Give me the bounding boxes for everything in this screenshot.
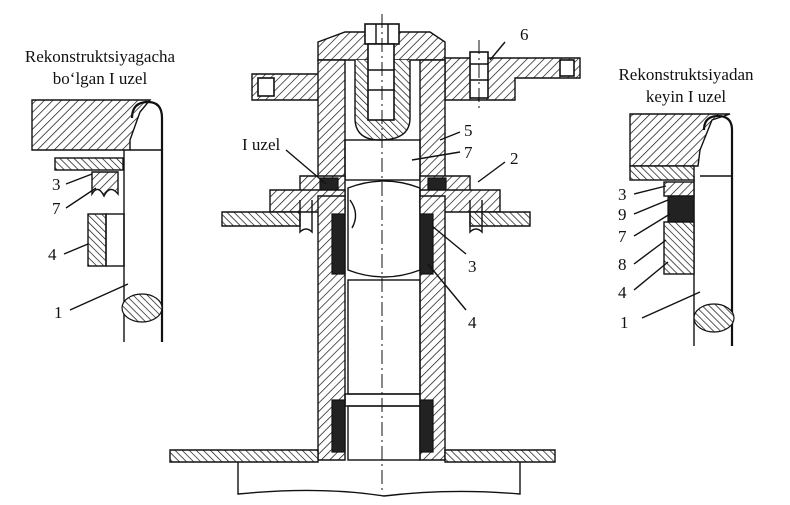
- base-box: [237, 462, 521, 497]
- bolt-shank: [367, 43, 395, 121]
- label-after-1: 1: [620, 313, 629, 332]
- label-after-4: 4: [618, 283, 627, 302]
- bushing-4: [87, 213, 107, 267]
- seal-7-after: [667, 195, 695, 223]
- label-after-3: 3: [618, 185, 627, 204]
- body-wall-left: [317, 59, 346, 181]
- seal-ring-right: [427, 177, 447, 191]
- label-before-7: 7: [52, 199, 61, 218]
- bushing-8: [663, 221, 695, 275]
- housing-block: [31, 99, 152, 151]
- caption-after-line1: Rekonstruktsiyadan: [618, 65, 754, 84]
- base-plate-right: [444, 449, 556, 463]
- seal-7: [91, 171, 119, 198]
- body-wall-5: [419, 59, 446, 181]
- shaft-1-after: [702, 114, 734, 346]
- packing-left: [331, 213, 346, 275]
- seal-ring-left: [319, 177, 339, 191]
- node-leader: [285, 149, 327, 185]
- label-main-2: 2: [510, 149, 519, 168]
- main-assembly: I uzel 6 5 7 2 3 4: [169, 14, 581, 497]
- label-after-7: 7: [618, 227, 627, 246]
- label-before-3: 3: [52, 175, 61, 194]
- ring-9: [663, 181, 695, 197]
- ring-plate-3: [54, 157, 124, 171]
- label-before-1: 1: [54, 303, 63, 322]
- housing-block-after: [629, 113, 731, 167]
- caption-before-line1: Rekonstruktsiyagacha: [25, 47, 176, 66]
- label-after-8: 8: [618, 255, 627, 274]
- lower-shaft: [347, 279, 421, 395]
- packing-3: [419, 213, 434, 275]
- spindle: [347, 180, 421, 278]
- label-main-5: 5: [464, 121, 473, 140]
- label-main-3: 3: [468, 257, 477, 276]
- plate-left: [221, 211, 301, 227]
- label-before-4: 4: [48, 245, 57, 264]
- label-after-9: 9: [618, 205, 627, 224]
- caption-node: I uzel: [242, 135, 281, 154]
- detail-after: Rekonstruktsiyadan keyin I uzel 3 9 7 8 …: [618, 65, 754, 346]
- detail-before: Rekonstruktsiyagacha bo‘lgan I uzel 3 7 …: [25, 47, 176, 342]
- label-main-6: 6: [520, 25, 529, 44]
- plate-right: [469, 211, 531, 227]
- base-plate-left: [169, 449, 319, 463]
- shaft-section: [121, 293, 163, 323]
- ring-plate-3-after: [629, 165, 695, 181]
- shaft-section-after: [693, 303, 735, 333]
- label-main-4: 4: [468, 313, 477, 332]
- shaft-1: [130, 100, 164, 342]
- caption-after-line2: keyin I uzel: [646, 87, 727, 106]
- caption-before-line2: bo‘lgan I uzel: [53, 69, 148, 88]
- label-main-7: 7: [464, 143, 473, 162]
